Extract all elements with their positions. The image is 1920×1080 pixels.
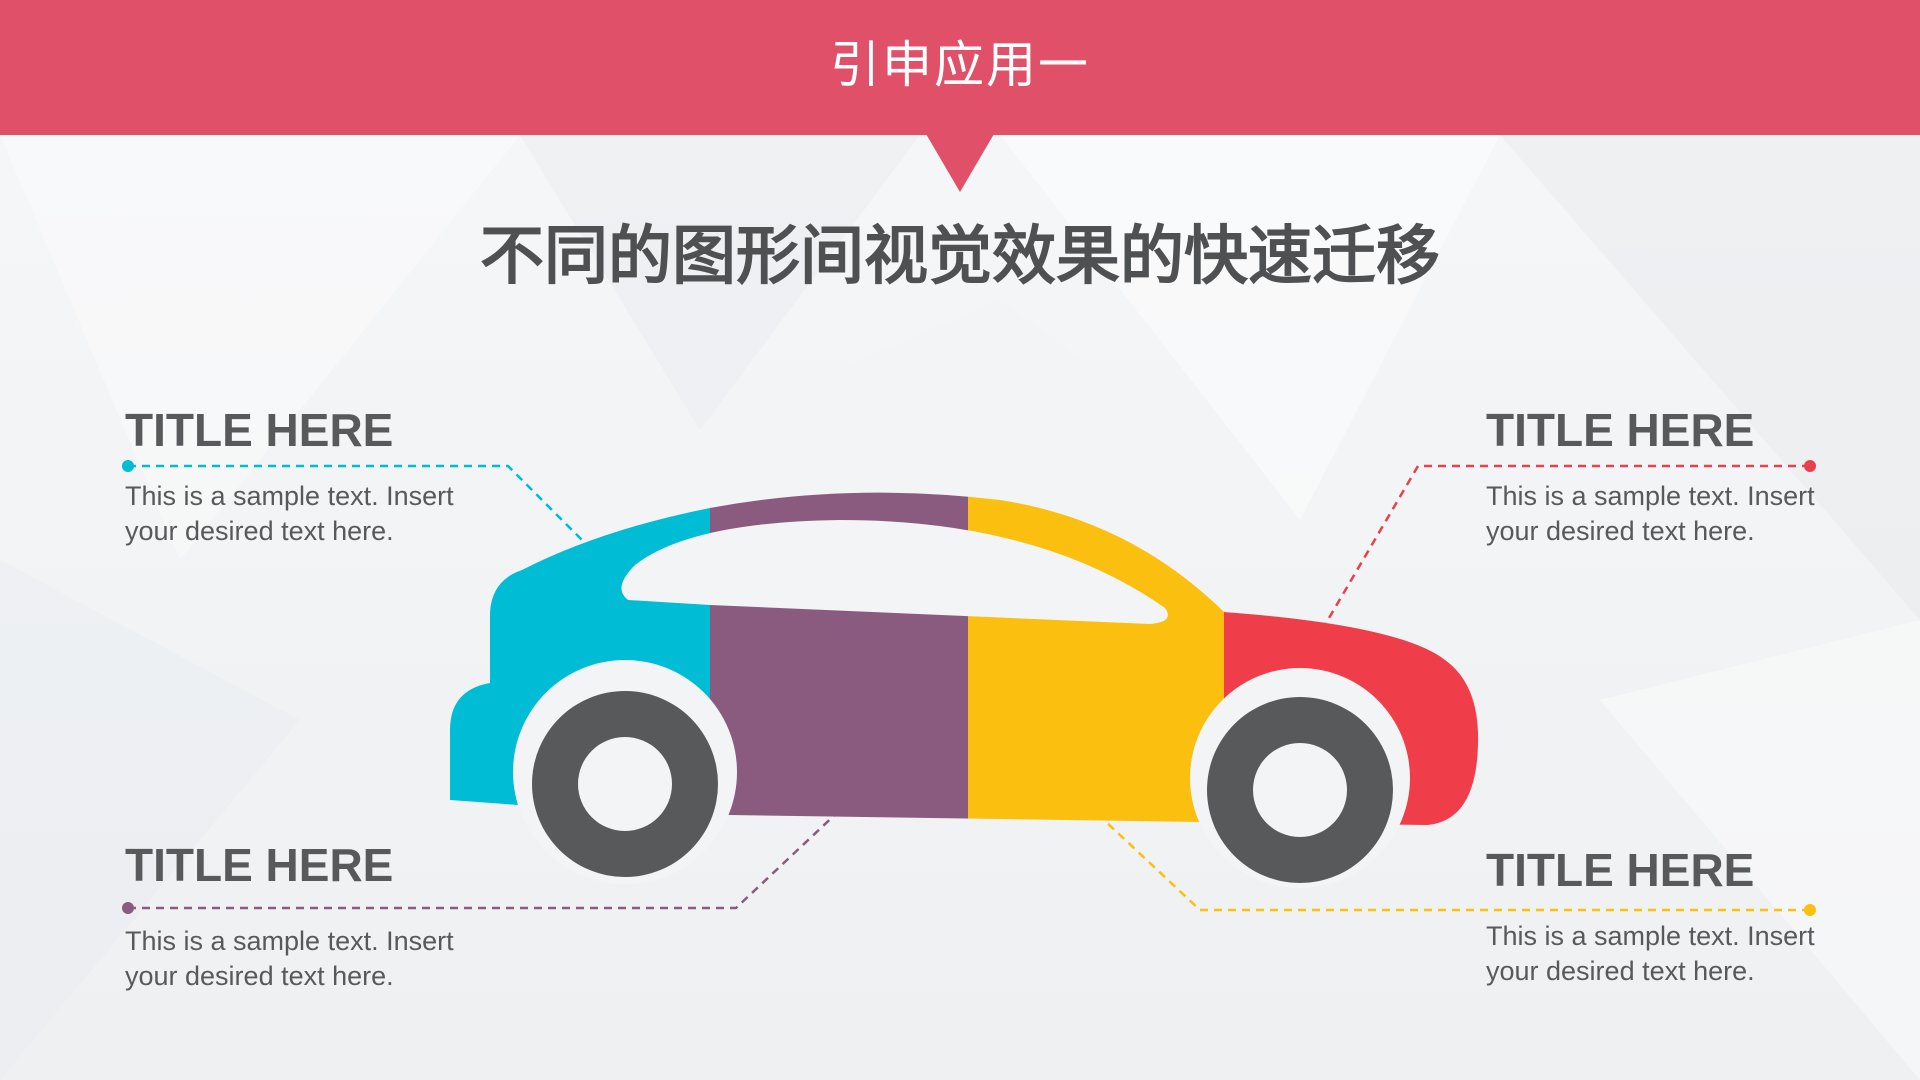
- callout-description: This is a sample text. Insert your desir…: [1486, 919, 1906, 989]
- connector-top-right: [1320, 464, 1810, 631]
- callout-description-line: your desired text here.: [1486, 956, 1755, 986]
- callout-title: TITLE HERE: [125, 404, 394, 456]
- header-pointer: [926, 134, 994, 192]
- callout-description-line: This is a sample text. Insert: [125, 926, 454, 956]
- connector-dot-bottom-left: [122, 902, 134, 914]
- header-bar: [0, 0, 1920, 135]
- connector-dot-top-right: [1804, 460, 1816, 472]
- connector-bottom-left: [128, 809, 841, 910]
- callout-description-line: your desired text here.: [125, 516, 394, 546]
- callout-description-line: your desired text here.: [125, 961, 394, 991]
- header-title: 引申应用一: [830, 36, 1090, 94]
- callout-top-left: TITLE HERE This is a sample text. Insert…: [125, 403, 545, 546]
- callout-description-line: This is a sample text. Insert: [1486, 481, 1815, 511]
- car-illustration: [450, 492, 1479, 888]
- callout-bottom-left: TITLE HERE This is a sample text. Insert…: [125, 838, 545, 991]
- callout-description: This is a sample text. Insert your desir…: [1486, 479, 1906, 549]
- callout-description: This is a sample text. Insert your desir…: [125, 479, 545, 549]
- front-wheel: [532, 691, 718, 877]
- connector-bottom-right: [1103, 819, 1810, 912]
- callout-description-line: your desired text here.: [1486, 516, 1755, 546]
- rear-wheel: [1207, 697, 1393, 883]
- callout-bottom-right: TITLE HERE This is a sample text. Insert…: [1486, 843, 1906, 986]
- connector-top-left: [128, 464, 591, 549]
- callout-title: TITLE HERE: [125, 839, 394, 891]
- callout-description: This is a sample text. Insert your desir…: [125, 924, 545, 994]
- callout-description-line: This is a sample text. Insert: [1486, 921, 1815, 951]
- callout-title: TITLE HERE: [1486, 844, 1755, 896]
- callout-title: TITLE HERE: [1486, 404, 1755, 456]
- callout-top-right: TITLE HERE This is a sample text. Insert…: [1486, 403, 1906, 546]
- callout-description-line: This is a sample text. Insert: [125, 481, 454, 511]
- page-title: 不同的图形间视觉效果的快速迁移: [480, 220, 1440, 294]
- connector-dot-bottom-right: [1804, 904, 1816, 916]
- car-window: [621, 520, 1168, 624]
- connector-dot-top-left: [122, 460, 134, 472]
